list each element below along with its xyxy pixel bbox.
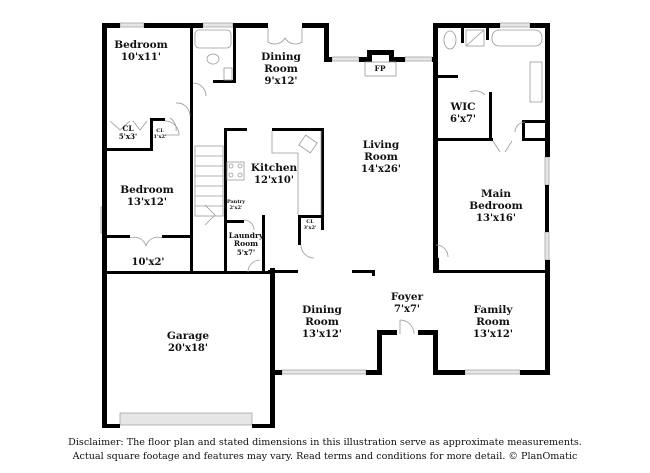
room-dims: 5'x7': [236, 247, 256, 257]
room-dims: 13'x12': [127, 196, 167, 208]
room-name-line1: Main: [480, 188, 512, 200]
room-dims: 20'x18': [168, 342, 208, 354]
doors: [109, 28, 526, 335]
room-garage: Garage 20'x18': [166, 330, 210, 354]
room-dims: 10'x2': [131, 257, 165, 268]
room-name: Bedroom: [120, 184, 174, 196]
room-name-line1: Dining: [261, 51, 301, 63]
room-dims: 5'x3': [118, 132, 138, 142]
room-name: Bedroom: [114, 39, 168, 51]
room-dims: 2'x2': [229, 204, 243, 211]
room-kitchen-closet: CL 3'x2': [303, 219, 317, 231]
room-dims: 3'x2': [303, 224, 317, 231]
room-name: CL: [306, 219, 314, 225]
room-dims: 7'x7': [393, 303, 421, 315]
room-name-line2: Bedroom: [469, 199, 523, 212]
room-dims: 14'x26': [361, 163, 401, 175]
room-dims: 6'x7': [449, 113, 477, 125]
room-name: WIC: [450, 101, 476, 113]
room-wic: WIC 6'x7': [449, 101, 477, 125]
room-foyer: Foyer 7'x7': [390, 291, 424, 315]
room-dims: 13'x16': [476, 212, 516, 224]
room-name-line1: Family: [473, 304, 513, 316]
room-dims: 1'x2': [153, 133, 167, 140]
room-name-line2: Room: [476, 315, 510, 328]
room-name: Foyer: [390, 291, 424, 303]
room-dims: 9'x12': [264, 75, 298, 87]
room-name: Garage: [166, 330, 210, 342]
room-name: FP: [374, 64, 386, 73]
room-living-room: Living Room 14'x26': [361, 139, 401, 175]
room-dining-room-1: Dining Room 9'x12': [261, 51, 301, 87]
room-fireplace: FP: [374, 64, 386, 73]
room-pantry: Pantry 2'x2': [226, 199, 246, 211]
room-bedroom-1: Bedroom 10'x11': [114, 39, 168, 63]
room-name: CL: [156, 128, 164, 134]
room-kitchen: Kitchen 12'x10': [250, 162, 298, 186]
room-dims: 12'x10': [254, 174, 294, 186]
room-name-line1: Living: [362, 139, 400, 151]
room-main-bedroom: Main Bedroom 13'x16': [469, 188, 523, 224]
room-bedroom-2: Bedroom 13'x12': [120, 184, 174, 208]
disclaimer-line-2: Actual square footage and features may v…: [72, 451, 578, 462]
room-dining-room-2: Dining Room 13'x12': [302, 304, 342, 340]
walls: [102, 23, 550, 428]
disclaimer-line-1: Disclaimer: The floor plan and stated di…: [68, 437, 582, 448]
room-laundry: Laundry Room 5'x7': [228, 231, 264, 257]
room-name-line2: Room: [233, 239, 259, 249]
room-name-line2: Room: [305, 315, 339, 328]
room-closet-2: 10'x2': [132, 257, 165, 268]
room-name: Kitchen: [250, 162, 298, 174]
room-name-line2: Room: [364, 150, 398, 163]
room-dims: 10'x11': [121, 51, 161, 63]
room-name: CL: [122, 124, 134, 133]
room-family-room: Family Room 13'x12': [473, 304, 513, 340]
room-name-line1: Laundry: [228, 231, 264, 240]
room-dims: 13'x12': [302, 328, 342, 340]
windows: [100, 22, 550, 426]
room-closet-small: CL 1'x2': [153, 128, 167, 140]
room-dims: 13'x12': [473, 328, 513, 340]
room-name: Pantry: [226, 199, 246, 205]
room-name-line1: Dining: [302, 304, 342, 316]
room-name-line2: Room: [264, 62, 298, 75]
fixtures: [194, 29, 543, 217]
room-closet-1: CL 5'x3': [118, 124, 138, 142]
